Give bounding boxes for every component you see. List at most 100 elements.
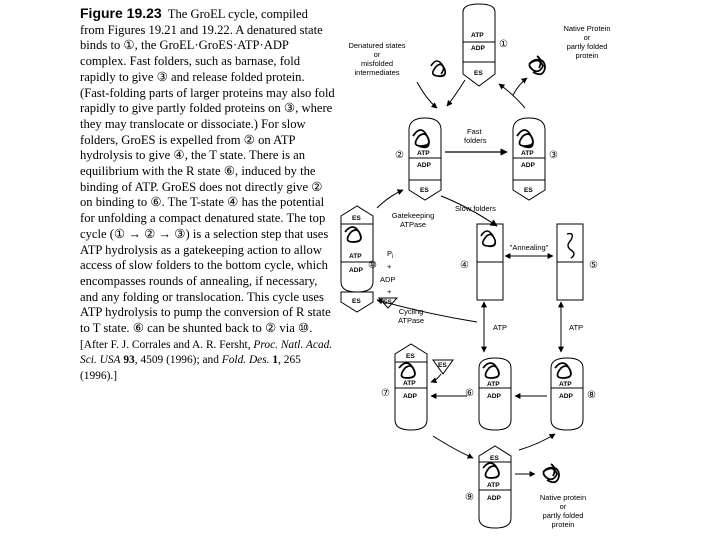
credit-journal-2: Fold. Des. bbox=[221, 354, 270, 367]
native-bottom-line-4: protein bbox=[552, 520, 575, 529]
es-label-1: ES bbox=[474, 70, 483, 77]
groel-complex-1: ATP ADP ES ① bbox=[462, 3, 508, 87]
adp-byproduct-label: ADP bbox=[380, 275, 395, 284]
arrow-native-release-top bbox=[512, 77, 528, 96]
groel-cycle-diagram: ATP ADP ES ① Denatured states or misfold… bbox=[340, 3, 611, 529]
credit-mid: , 4509 (1996); and bbox=[134, 354, 222, 367]
denatured-line-2: or bbox=[374, 50, 381, 59]
groel-t-state-4: ④ bbox=[460, 223, 504, 301]
gatekeeping-line-2: ATPase bbox=[400, 220, 426, 229]
adp-label-10: ADP bbox=[349, 267, 364, 274]
fast-folders-line-1: Fast bbox=[467, 127, 483, 136]
credit-journal-1: Proc. Natl. Acad. Sci. USA bbox=[80, 338, 333, 367]
caption-body: The GroEL cycle, compiled from Figures 1… bbox=[80, 7, 335, 336]
groel-state-5: ⑤ bbox=[556, 223, 598, 301]
state-5-label: ⑤ bbox=[589, 260, 598, 271]
adp-label-3: ADP bbox=[521, 162, 536, 169]
denatured-line-1: Denatured states bbox=[348, 41, 405, 50]
groel-complex-8: ATP ADP ⑧ bbox=[550, 357, 596, 431]
state-6-label: ⑥ bbox=[465, 388, 474, 399]
groel-complex-7: ES ATP ADP ⑦ bbox=[381, 343, 428, 431]
arrow-7-to-9 bbox=[432, 435, 474, 459]
native-protein-blob-bottom bbox=[542, 463, 560, 484]
adp-label-8: ADP bbox=[559, 393, 574, 400]
state-2-label: ② bbox=[395, 150, 404, 161]
adp-label-9: ADP bbox=[487, 495, 502, 502]
native-bottom-line-1: Native protein bbox=[540, 493, 586, 502]
native-bottom-line-2: or bbox=[560, 502, 567, 511]
es-binding-label: ES bbox=[438, 362, 447, 369]
state-4-label: ④ bbox=[460, 260, 469, 271]
atp-label-1: ATP bbox=[471, 32, 484, 39]
atp-label-7: ATP bbox=[403, 380, 416, 387]
annealing-label: "Annealing" bbox=[510, 243, 549, 252]
native-protein-blob-top bbox=[528, 55, 546, 76]
arrow-denatured-to-2 bbox=[416, 81, 438, 109]
atp-label-3: ATP bbox=[521, 150, 534, 157]
slow-folders-label: Slow folders bbox=[455, 204, 496, 213]
arrow-6-to-10 bbox=[376, 298, 478, 323]
native-top-line-2: or bbox=[584, 33, 591, 42]
caption-credit: [After F. J. Corrales and A. R. Fersht, … bbox=[80, 339, 332, 382]
state-8-label: ⑧ bbox=[587, 390, 596, 401]
es-label-2: ES bbox=[420, 187, 429, 194]
denatured-line-4: intermediates bbox=[354, 68, 399, 77]
native-protein-top-label: Native Protein or partly folded protein bbox=[563, 24, 610, 60]
figure-caption: Figure 19.23 The GroEL cycle, compiled f… bbox=[80, 5, 335, 384]
arrow-9-to-8 bbox=[518, 433, 556, 451]
denatured-protein-blob bbox=[430, 60, 447, 78]
cycling-line-1: Cycling bbox=[399, 307, 424, 316]
native-top-line-1: Native Protein bbox=[563, 24, 610, 33]
pi-text: P bbox=[387, 249, 392, 258]
es-label-10-top: ES bbox=[352, 215, 361, 222]
atp-label-10: ATP bbox=[349, 253, 362, 260]
credit-end: , 265 (1996).] bbox=[80, 354, 301, 383]
adp-label-2: ADP bbox=[417, 162, 432, 169]
gatekeeping-line-1: Gatekeeping bbox=[392, 211, 435, 220]
groel-complex-3: ATP ADP ES ③ bbox=[512, 117, 558, 201]
atp-label-6: ATP bbox=[487, 381, 500, 388]
arrow-3-to-1 bbox=[498, 83, 526, 109]
atp-right-label: ATP bbox=[569, 323, 583, 332]
state-1-label: ① bbox=[499, 39, 508, 50]
adp-label-6: ADP bbox=[487, 393, 502, 400]
credit-volume-2: 1 bbox=[269, 354, 279, 367]
state-3-label: ③ bbox=[549, 150, 558, 161]
native-top-line-4: protein bbox=[576, 51, 599, 60]
arrow-2-to-4-slow-folders bbox=[440, 195, 498, 227]
denatured-line-3: misfolded bbox=[361, 59, 393, 68]
denatured-states-label: Denatured states or misfolded intermedia… bbox=[348, 41, 405, 77]
es-label-9: ES bbox=[490, 455, 499, 462]
plus-1: + bbox=[387, 262, 392, 271]
groel-r-state-6: ATP ADP ⑥ bbox=[465, 357, 512, 431]
credit-volume-1: 93 bbox=[120, 354, 135, 367]
groel-complex-9: ES ATP ADP ⑨ bbox=[465, 445, 512, 529]
pi-label: Pi bbox=[387, 249, 393, 260]
atp-label-9: ATP bbox=[487, 482, 500, 489]
fast-folders-line-2: folders bbox=[464, 136, 487, 145]
es-label-7: ES bbox=[406, 353, 415, 360]
adp-label-1: ADP bbox=[471, 45, 486, 52]
arrow-triangle-to-7 bbox=[430, 373, 442, 384]
es-label-10-bottom: ES bbox=[352, 298, 361, 305]
arrow-1-to-2 bbox=[446, 79, 466, 107]
groel-complex-10: ES ATP ADP ES ⑩ bbox=[340, 205, 377, 313]
atp-left-label: ATP bbox=[493, 323, 507, 332]
es-triangle-released bbox=[377, 297, 399, 309]
cycling-line-2: ATPase bbox=[398, 316, 424, 325]
figure-label: Figure 19.23 bbox=[80, 5, 162, 21]
arrow-10-to-2 bbox=[376, 189, 404, 209]
pi-subscript: i bbox=[392, 254, 393, 260]
groel-complex-2: ATP ADP ES ② bbox=[395, 117, 442, 201]
plus-2: + bbox=[387, 287, 392, 296]
credit-prefix: [After F. J. Corrales and A. R. Fersht, bbox=[80, 338, 254, 351]
es-label-3: ES bbox=[524, 187, 533, 194]
atp-label-8: ATP bbox=[559, 381, 572, 388]
atp-label-2: ATP bbox=[417, 150, 430, 157]
adp-label-7: ADP bbox=[403, 393, 418, 400]
native-protein-bottom-label: Native protein or partly folded protein bbox=[540, 493, 586, 529]
native-bottom-line-3: partly folded bbox=[543, 511, 584, 520]
state-7-label: ⑦ bbox=[381, 388, 390, 399]
native-top-line-3: partly folded bbox=[567, 42, 608, 51]
es-triangle-binding bbox=[432, 359, 454, 375]
